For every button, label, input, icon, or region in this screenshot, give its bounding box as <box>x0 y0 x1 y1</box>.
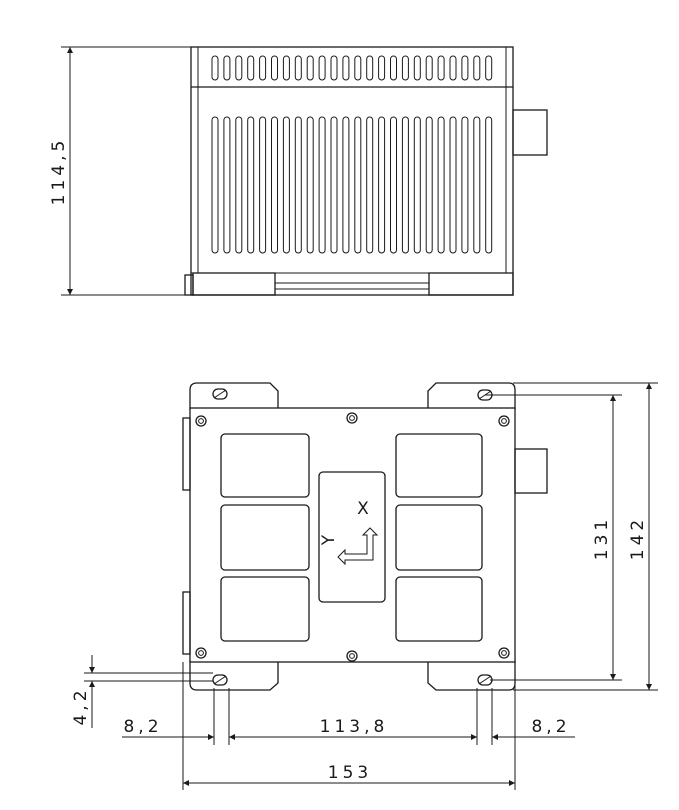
slot-hole-bottom-left <box>212 674 228 686</box>
vent-slot <box>223 116 231 254</box>
vent-slot <box>437 55 445 81</box>
vent-slot <box>259 55 267 81</box>
vent-slot <box>449 116 457 254</box>
vent-slot <box>342 116 350 254</box>
vent-slot <box>485 55 493 81</box>
vent-slot <box>306 55 314 81</box>
vent-slot <box>318 116 326 254</box>
vent-slot <box>259 116 267 254</box>
ear-top-right <box>427 382 516 410</box>
vent-slot <box>366 55 374 81</box>
dimension-overall-width: 153 <box>328 763 372 783</box>
ear-bottom-left <box>189 660 279 691</box>
left-side-tab-lower <box>182 591 191 655</box>
window-right-1 <box>395 433 483 498</box>
vent-slot <box>390 55 397 81</box>
dimension-hole-spacing: 113,8 <box>320 717 389 737</box>
vent-slot <box>211 55 219 81</box>
top-view-plate <box>189 407 516 663</box>
vent-slot <box>473 55 481 81</box>
vent-slot <box>354 55 362 81</box>
vent-slot <box>413 55 421 81</box>
vent-slot <box>413 116 421 254</box>
vent-slot <box>461 55 469 81</box>
vent-slot <box>282 116 290 254</box>
side-rail-right <box>428 272 514 296</box>
dimension-hole-offset-y: 4,2 <box>71 686 91 725</box>
dimension-left-offset: 8,2 <box>123 717 162 737</box>
vent-slot <box>223 55 231 81</box>
vent-slot <box>247 116 255 254</box>
window-left-2 <box>220 504 310 571</box>
side-view-body <box>190 46 514 296</box>
vent-slot <box>235 116 243 254</box>
vent-slot <box>330 116 338 254</box>
window-left-1 <box>220 433 310 498</box>
window-right-3 <box>395 576 483 642</box>
dimension-side-height: 114,5 <box>49 137 69 206</box>
vent-slot <box>306 116 314 254</box>
vent-slot <box>247 55 255 81</box>
window-left-3 <box>220 576 310 642</box>
left-side-tab-upper <box>182 417 191 491</box>
vent-slot <box>342 55 350 81</box>
ear-top-left <box>189 382 279 410</box>
main-vent-slots <box>211 116 493 254</box>
side-view: 114,5 <box>49 46 548 296</box>
dimension-hole-spacing-y: 131 <box>592 516 612 560</box>
vent-slot <box>401 116 409 254</box>
axis-x-label: X <box>357 499 369 519</box>
side-foot-tab <box>184 274 194 296</box>
ear-bottom-right <box>427 660 516 691</box>
vent-slot <box>211 116 219 254</box>
vent-slot <box>366 116 374 254</box>
vent-slot <box>294 55 302 81</box>
vent-slot <box>294 116 302 254</box>
screw-top-left <box>195 415 207 427</box>
axis-arrows <box>337 527 379 566</box>
top-view: X Y 131 142 4,2 8,2 113,8 <box>71 382 658 790</box>
vent-slot <box>449 55 457 81</box>
dimension-right-offset: 8,2 <box>531 717 570 737</box>
vent-slot <box>378 55 386 81</box>
window-right-2 <box>395 504 483 571</box>
slot-hole-top-left <box>212 388 228 400</box>
vent-slot <box>271 55 278 81</box>
label-panel <box>318 471 386 603</box>
axis-y-label: Y <box>319 534 339 546</box>
vent-slot <box>318 55 326 81</box>
vent-slot <box>485 116 493 254</box>
top-view-connector <box>514 448 548 494</box>
side-rail-left <box>192 272 276 296</box>
vent-slot <box>271 116 278 254</box>
vent-slot <box>390 116 397 254</box>
dimension-overall-height: 142 <box>628 516 648 560</box>
vent-slot <box>425 116 433 254</box>
screw-top-center <box>346 412 358 424</box>
vent-slot <box>401 55 409 81</box>
vent-slot <box>425 55 433 81</box>
vent-slot <box>235 55 243 81</box>
screw-bottom-right <box>498 647 510 659</box>
top-vent-slots <box>211 55 493 81</box>
vent-slot <box>330 55 338 81</box>
vent-slot <box>437 116 445 254</box>
vent-slot <box>378 116 386 254</box>
screw-bottom-center <box>346 650 358 662</box>
vent-slot <box>282 55 290 81</box>
screw-top-right <box>498 415 510 427</box>
side-connector <box>512 109 548 156</box>
vent-slot <box>473 116 481 254</box>
axis-indicator: X Y <box>319 499 379 566</box>
screw-bottom-left <box>195 647 207 659</box>
vent-slot <box>354 116 362 254</box>
vent-slot <box>461 116 469 254</box>
